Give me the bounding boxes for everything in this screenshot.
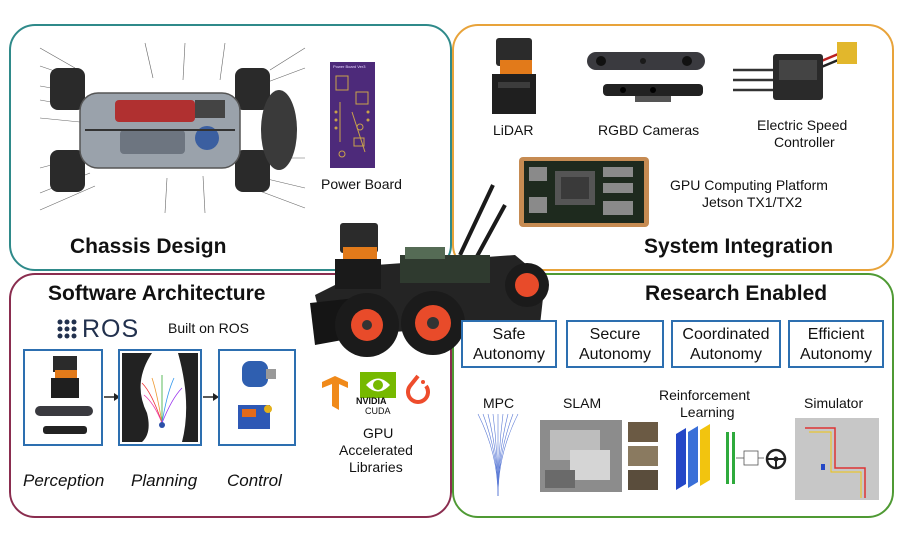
safe-autonomy-line2: Autonomy [472,346,546,363]
arrow-right-icon [203,393,219,401]
ros-logo-dots-icon [57,319,77,339]
safe-autonomy-box: Safe Autonomy [461,320,557,368]
jetson-board-image [519,157,649,227]
chassis-design-title: Chassis Design [70,235,227,258]
gpu-libraries-line1: GPU [363,425,394,441]
nvidia-logo-icon [360,372,396,398]
gpu-platform-label-line2: Jetson TX1/TX2 [702,194,803,210]
efficient-autonomy-line2: Autonomy [799,346,873,363]
system-integration-title: System Integration [644,235,834,258]
cuda-wordmark: CUDA [365,406,391,416]
esc-label-line2: Controller [774,134,835,150]
power-board-image [330,62,375,168]
mpc-label: MPC [483,395,515,411]
software-architecture-panel [9,273,452,518]
lidar-image [492,38,536,114]
gpu-libraries-line3: Libraries [349,459,403,475]
research-enabled-panel [452,273,894,518]
rl-label-line1: Reinforcement [659,387,751,403]
rgbd-camera-top-image [587,52,705,70]
control-actuators-image [238,361,276,429]
chassis-design-panel [9,24,452,271]
tensorflow-logo-icon [322,376,348,410]
efficient-autonomy-box: Efficient Autonomy [788,320,884,368]
built-on-ros-label: Built on ROS [168,320,249,336]
secure-autonomy-line1: Secure [589,326,641,343]
perception-stage-label: Perception [23,471,105,490]
power-board-label: Power Board [321,176,402,192]
planning-trajectories-image [122,353,198,442]
gpu-platform-label-line1: GPU Computing Platform [670,177,828,193]
steering-wheel-icon [765,448,787,470]
perception-sensors-image [35,356,93,434]
chassis-diagram [39,42,306,214]
efficient-autonomy-line1: Efficient [807,326,865,343]
lidar-label: LiDAR [493,122,534,138]
coordinated-autonomy-line2: Autonomy [689,346,763,363]
esc-image [733,42,857,100]
system-integration-panel [452,24,894,271]
mpc-trajectories-image [477,413,519,497]
arrow-right-icon [104,393,120,401]
nvidia-wordmark: NVIDIA [356,396,387,406]
control-box [218,349,296,446]
simulator-label: Simulator [804,395,864,411]
safe-autonomy-line1: Safe [492,326,526,343]
power-board-silkscreen: Power Board Ver3 [333,64,366,69]
esc-label-line1: Electric Speed [757,117,848,133]
gpu-libraries-line2: Accelerated [339,442,413,458]
software-architecture-title: Software Architecture [48,282,266,305]
rgbd-camera-bottom-image [603,84,703,102]
slam-label: SLAM [563,395,602,411]
slam-map-image [540,420,622,492]
rl-label-line2: Learning [680,404,735,420]
pytorch-logo-icon [406,374,430,404]
autonomous-car-image [310,184,549,357]
rl-network-image [628,422,764,490]
rgbd-cameras-label: RGBD Cameras [598,122,700,138]
control-stage-label: Control [227,471,282,490]
planning-stage-label: Planning [131,471,198,490]
secure-autonomy-line2: Autonomy [578,346,652,363]
coordinated-autonomy-box: Coordinated Autonomy [671,320,781,368]
research-enabled-title: Research Enabled [645,282,828,305]
coordinated-autonomy-line1: Coordinated [682,326,770,343]
simulator-track-image [795,418,879,500]
ros-logo-text: ROS [82,315,140,343]
secure-autonomy-box: Secure Autonomy [566,320,664,368]
